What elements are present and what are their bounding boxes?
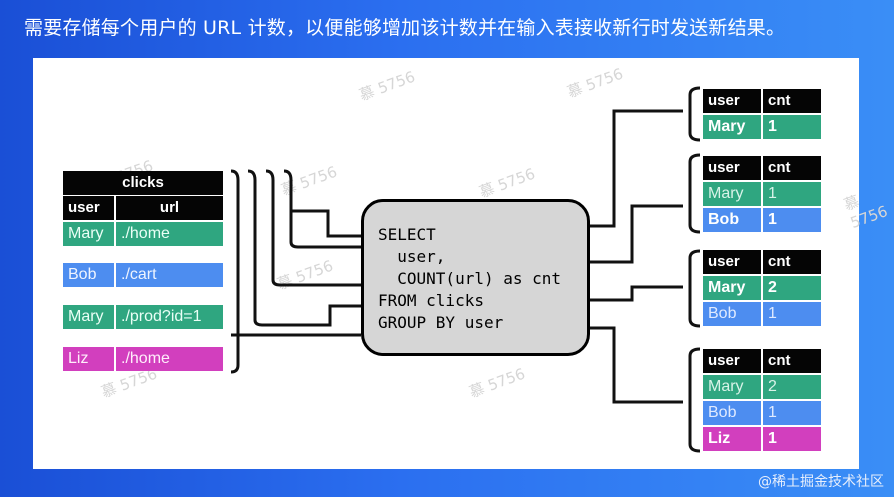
result-row-user: Mary [703, 115, 761, 139]
result-row-user: Mary [703, 375, 761, 399]
output-bracket-4 [688, 347, 701, 453]
result-row-cnt: 1 [763, 427, 821, 451]
result-row-cnt: 1 [763, 208, 821, 232]
output-line-1 [590, 109, 683, 228]
result-row-user: Liz [703, 427, 761, 451]
clicks-row-url: ./home [116, 222, 223, 246]
output-line-3 [590, 285, 683, 302]
sql-line: GROUP BY user [378, 313, 504, 332]
output-bracket-2 [688, 153, 701, 234]
clicks-table-title: clicks [63, 171, 223, 195]
output-line-2 [590, 204, 683, 264]
clicks-row-user: Mary [63, 305, 114, 329]
page-title: 需要存储每个用户的 URL 计数，以便能够增加该计数并在输入表接收新行时发送新结… [24, 17, 786, 39]
input-line-4 [262, 304, 361, 327]
result-header-user: user [703, 250, 761, 274]
result-row-user: Bob [703, 208, 761, 232]
clicks-row-url: ./cart [116, 263, 223, 287]
output-line-4 [590, 326, 683, 404]
result-row-cnt: 1 [763, 115, 821, 139]
result-row-user: Mary [703, 276, 761, 300]
clicks-row-user: Bob [63, 263, 114, 287]
result-header-user: user [703, 89, 761, 113]
result-row-cnt: 1 [763, 401, 821, 425]
clicks-row-user: Mary [63, 222, 114, 246]
sql-line: COUNT(url) as cnt [378, 269, 562, 288]
result-header-cnt: cnt [763, 89, 821, 113]
sql-line: SELECT [378, 225, 436, 244]
site-watermark: @稀土掘金技术社区 [758, 474, 884, 490]
sql-line: FROM clicks [378, 291, 484, 310]
result-row-user: Bob [703, 302, 761, 326]
clicks-row-user: Liz [63, 347, 114, 371]
input-bracket-1 [230, 169, 240, 374]
result-row-cnt: 2 [763, 276, 821, 300]
sql-query-box: SELECT user, COUNT(url) as cnt FROM clic… [361, 199, 590, 356]
sql-query: SELECT user, COUNT(url) as cnt FROM clic… [378, 224, 561, 334]
result-row-cnt: 1 [763, 302, 821, 326]
clicks-row-url: ./prod?id=1 [116, 305, 223, 329]
result-header-cnt: cnt [763, 156, 821, 180]
result-header-user: user [703, 349, 761, 373]
result-header-cnt: cnt [763, 349, 821, 373]
result-row-user: Mary [703, 182, 761, 206]
clicks-header-url: url [116, 196, 223, 220]
result-row-cnt: 1 [763, 182, 821, 206]
result-row-user: Bob [703, 401, 761, 425]
result-header-user: user [703, 156, 761, 180]
sql-line: user, [378, 247, 446, 266]
input-bracket-2 [247, 169, 263, 327]
result-row-cnt: 2 [763, 375, 821, 399]
result-header-cnt: cnt [763, 250, 821, 274]
clicks-row-url: ./home [116, 347, 223, 371]
output-bracket-3 [688, 249, 701, 328]
input-line-1 [291, 209, 361, 238]
input-bracket-4 [283, 169, 299, 249]
clicks-header-user: user [63, 196, 114, 220]
output-bracket-1 [688, 86, 701, 142]
input-bracket-3 [265, 169, 281, 287]
